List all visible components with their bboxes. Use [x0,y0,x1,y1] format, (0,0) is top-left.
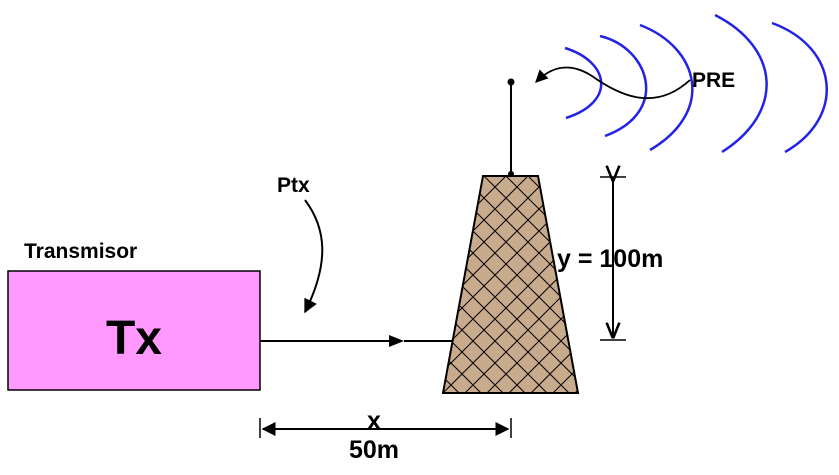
feed-line-arrowhead [389,335,404,347]
radiated-power-arrow [535,66,691,99]
tx-power-arrow [304,199,324,314]
wave-1 [564,46,603,120]
wave-3 [639,23,694,152]
tower [441,175,580,394]
wave-4 [714,13,768,154]
transmitter-caption: Transmisor [24,240,137,263]
transmitter-box-label: Tx [106,312,162,365]
tx-power-label: Ptx [277,174,310,197]
height-label: y = 100m [557,245,663,273]
radiated-power-label: PRE [692,69,735,92]
wave-2 [599,34,648,138]
distance-variable: x [367,407,381,435]
antenna-base [508,171,514,177]
distance-value: 50m [349,436,399,464]
wave-5 [771,21,828,154]
antenna-tip [507,78,515,86]
transmitter-box [7,270,261,391]
